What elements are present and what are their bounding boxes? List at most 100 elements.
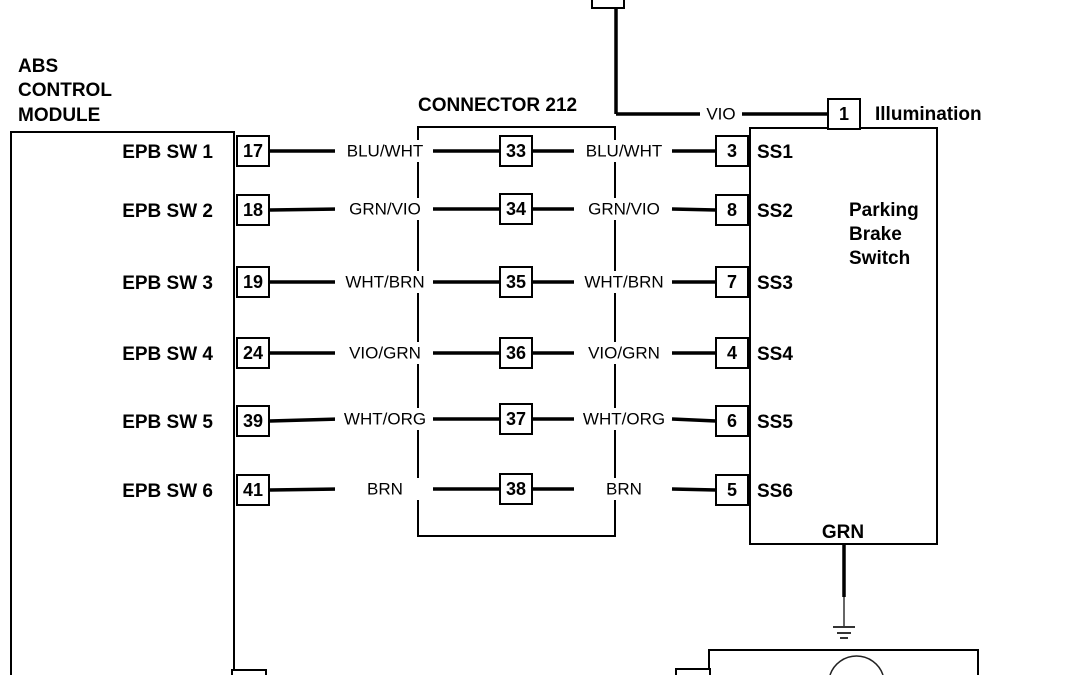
abs-control-module: ABS CONTROL MODULE (10, 56, 267, 675)
wire-label-bg (335, 408, 435, 430)
switch-pin-label: SS1 (757, 142, 793, 163)
connector-pin-number: 35 (506, 272, 526, 292)
wire-label-bg (335, 271, 435, 293)
wire-color-left: WHT/BRN (345, 273, 424, 292)
switch-title-line-3: Switch (849, 248, 910, 269)
abs-title-line-2: CONTROL (18, 80, 112, 101)
wire-label-bg (574, 198, 674, 220)
connector-pin-number: 34 (506, 199, 526, 219)
wire-segment (671, 487, 717, 492)
wire-color-right: WHT/BRN (584, 273, 663, 292)
switch-pin-label: SS6 (757, 481, 793, 502)
switch-pin (715, 337, 749, 369)
switch-pin-label: SS3 (757, 273, 793, 294)
abs-pin (236, 474, 270, 506)
parking-brake-switch: 1 Illumination Parking Brake Switch GRN (749, 98, 982, 639)
ground-icon (833, 626, 855, 639)
switch-pin (715, 266, 749, 298)
switch-pin-number: 3 (727, 141, 737, 161)
connector-title: CONNECTOR 212 (418, 95, 577, 116)
abs-pin-number: 39 (243, 411, 263, 431)
abs-pin-label: EPB SW 4 (122, 344, 213, 365)
abs-pin (236, 135, 270, 167)
connector-pin-number: 37 (506, 409, 526, 429)
abs-title-line-3: MODULE (18, 105, 100, 126)
wire-color-right: BLU/WHT (586, 142, 663, 161)
switch-pin (715, 135, 749, 167)
wire-label-bg (574, 271, 674, 293)
circuit-row: EPB SW 3 19 WHT/BRN 35 WHT/BRN 7 SS3 (122, 266, 793, 298)
illumination-label: Illumination (875, 104, 982, 125)
abs-pin-label: EPB SW 2 (122, 201, 213, 222)
connector-box (417, 126, 616, 537)
lamp-icon (829, 655, 884, 675)
switch-pin-number: 6 (727, 411, 737, 431)
wire-label-bg (335, 478, 435, 500)
wire-color-right: BRN (606, 480, 642, 499)
bottom-component-box (708, 649, 979, 675)
abs-pin-number: 41 (243, 480, 263, 500)
connector-212: CONNECTOR 212 (417, 95, 616, 537)
illumination-circuit: VIO (591, 0, 828, 124)
wire-segment (269, 487, 341, 492)
abs-pin-number: 24 (243, 343, 263, 363)
wire-label-bg (574, 478, 674, 500)
wire-color-right: GRN/VIO (588, 200, 660, 219)
connector-pin (499, 266, 533, 298)
abs-pin-label: EPB SW 1 (122, 142, 213, 163)
switch-pin (715, 474, 749, 506)
wire-label-bg (574, 140, 674, 162)
switch-pin-label: SS2 (757, 201, 793, 222)
abs-pin (236, 337, 270, 369)
wire-label-bg (335, 198, 435, 220)
connector-pin (499, 337, 533, 369)
illumination-wire-label: VIO (706, 105, 735, 124)
circuit-row: EPB SW 5 39 WHT/ORG 37 WHT/ORG 6 SS5 (122, 403, 793, 437)
abs-title-line-1: ABS (18, 56, 58, 77)
wire-color-left: WHT/ORG (344, 410, 426, 429)
bottom-component (675, 649, 979, 675)
switch-pin (715, 405, 749, 437)
wire-label-bg (335, 140, 435, 162)
switch-pin-number: 5 (727, 480, 737, 500)
circuit-row: EPB SW 1 17 BLU/WHT 33 BLU/WHT 3 SS1 (122, 135, 793, 167)
wire-label-bg (335, 342, 435, 364)
abs-pin-number: 19 (243, 272, 263, 292)
bottom-component-pin (675, 668, 711, 675)
abs-pin-label: EPB SW 3 (122, 273, 213, 294)
connector-pin-number: 33 (506, 141, 526, 161)
connector-pin (499, 193, 533, 225)
switch-pin-number: 7 (727, 272, 737, 292)
abs-pin-bottom (231, 669, 267, 675)
top-pin-clipped (591, 0, 625, 9)
wire-segment (269, 417, 341, 423)
circuit-row: EPB SW 6 41 BRN 38 BRN 5 SS6 (122, 473, 793, 506)
connector-pin-number: 38 (506, 479, 526, 499)
wire-color-right: WHT/ORG (583, 410, 665, 429)
abs-pin (236, 405, 270, 437)
switch-title-line-1: Parking (849, 200, 919, 221)
connector-pin (499, 403, 533, 435)
switch-pin-1 (827, 98, 861, 130)
switch-pin (715, 194, 749, 226)
connector-pin-number: 36 (506, 343, 526, 363)
wire-color-left: GRN/VIO (349, 200, 421, 219)
switch-pin-label: SS5 (757, 412, 793, 433)
wire-color-left: BRN (367, 480, 403, 499)
abs-pin (236, 266, 270, 298)
switch-pin-1-number: 1 (839, 104, 849, 124)
switch-pin-number: 4 (727, 343, 737, 363)
abs-pin-number: 17 (243, 141, 263, 161)
wire-color-left: BLU/WHT (347, 142, 424, 161)
switch-pin-label: SS4 (757, 344, 793, 365)
switch-title-line-2: Brake (849, 224, 902, 245)
abs-pin-label: EPB SW 6 (122, 481, 213, 502)
abs-pin (236, 194, 270, 226)
abs-pin-label: EPB SW 5 (122, 412, 213, 433)
abs-module-box (10, 131, 235, 675)
wire-label-bg (574, 342, 674, 364)
ground-wire-label: GRN (822, 522, 864, 543)
